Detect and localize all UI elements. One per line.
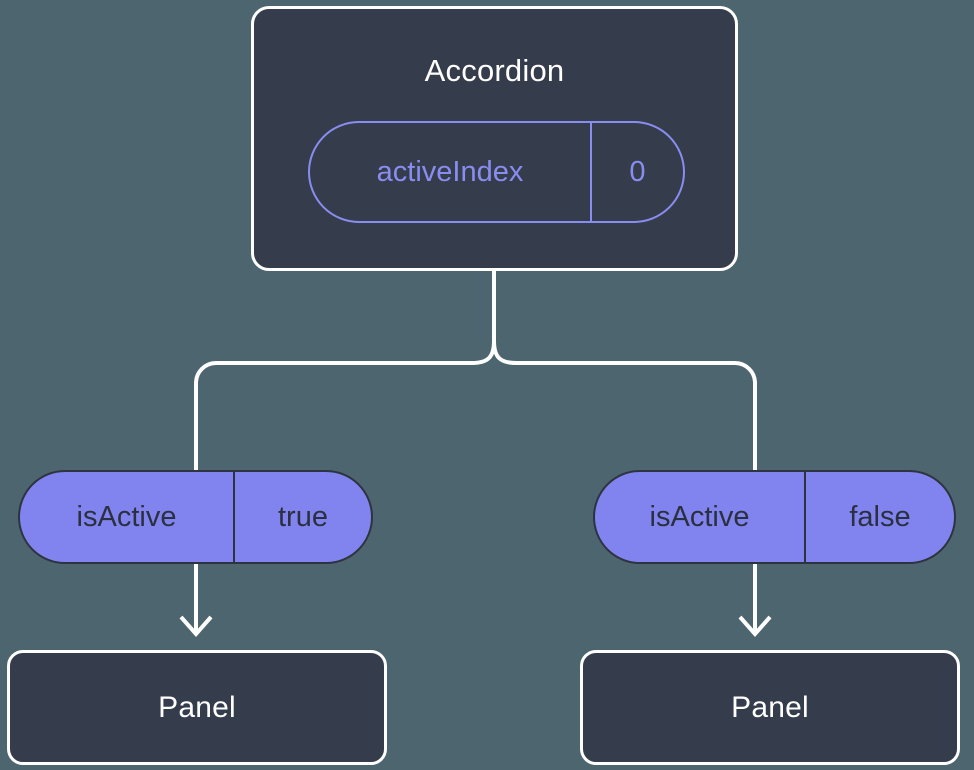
arrow-down-icon bbox=[738, 615, 772, 638]
prop-key-active-index: activeIndex bbox=[310, 123, 592, 221]
panel-node-left[interactable]: Panel bbox=[7, 650, 387, 765]
accordion-node[interactable]: Accordion activeIndex 0 bbox=[251, 6, 738, 271]
connector-branch-bar bbox=[492, 340, 757, 472]
prop-pill-active-index[interactable]: activeIndex 0 bbox=[308, 121, 685, 223]
panel-left-title: Panel bbox=[158, 690, 236, 724]
panel-node-right[interactable]: Panel bbox=[580, 650, 960, 765]
panel-right-title: Panel bbox=[731, 690, 809, 724]
prop-value-is-active-left: true bbox=[278, 500, 328, 533]
connector-branch-bar-left bbox=[194, 340, 496, 472]
prop-key-is-active-right: isActive bbox=[595, 472, 806, 562]
prop-pill-is-active-false[interactable]: isActive false bbox=[593, 470, 956, 564]
prop-pill-is-active-true[interactable]: isActive true bbox=[18, 470, 373, 564]
prop-value-active-index: 0 bbox=[629, 155, 646, 188]
prop-value-is-active-right: false bbox=[849, 500, 911, 533]
prop-key-is-active-left: isActive bbox=[20, 472, 235, 562]
arrow-down-icon bbox=[179, 615, 213, 638]
accordion-title: Accordion bbox=[424, 53, 565, 88]
